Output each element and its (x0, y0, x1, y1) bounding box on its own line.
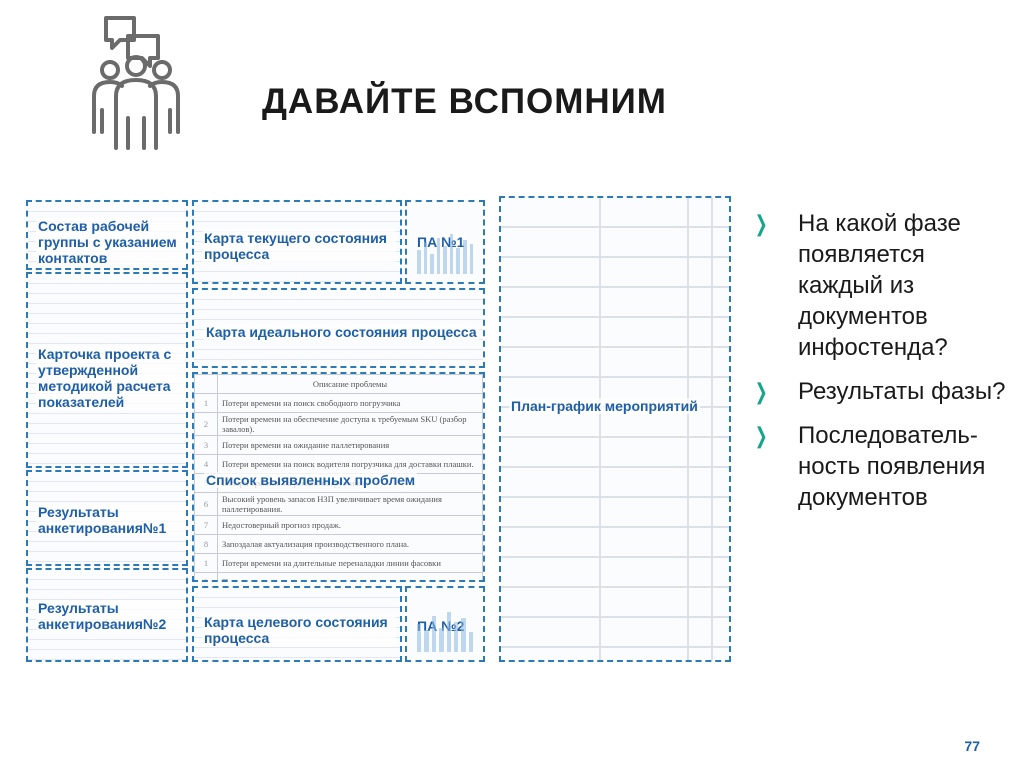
team-document-label: Состав рабочей группы с указанием контак… (36, 218, 186, 266)
plan-label: План-график мероприятий (509, 398, 700, 414)
pa1-bars (417, 234, 474, 274)
row-text: Потери времени на поиск водителя погрузч… (217, 454, 483, 474)
table-header-cell (194, 374, 218, 394)
project-card-label: Карточка проекта с утвержденной методико… (36, 346, 186, 410)
survey2-document: Результаты анкетирования№2 (26, 568, 188, 662)
chevron-right-icon: ❯ (754, 211, 768, 236)
ideal-map-label: Карта идеального состояния процесса (204, 324, 479, 340)
row-text: Потери времени на обеспечение доступа к … (217, 412, 483, 436)
row-number: 6 (194, 492, 218, 516)
team-discussion-icon (92, 16, 180, 150)
row-number: 4 (194, 454, 218, 474)
current-map-document: Карта текущего состояния процесса (192, 200, 402, 284)
survey1-document: Результаты анкетирования№1 (26, 470, 188, 566)
row-text: Потери времени на ожидание паллетировани… (217, 435, 483, 455)
row-number: 2 (194, 412, 218, 436)
table-header-row: Описание проблемы (194, 374, 483, 394)
slide-title: ДАВАЙТЕ ВСПОМНИМ (262, 82, 667, 121)
row-text: Потери времени на поиск свободного погру… (217, 393, 483, 413)
pa2-bars (417, 612, 473, 652)
bullet-item: ❯ Результаты фазы? (752, 376, 1012, 407)
team-document: Состав рабочей группы с указанием контак… (26, 200, 188, 270)
row-text: Потери времени на ремонт погрузчиков. (217, 572, 483, 580)
chevron-right-icon: ❯ (754, 379, 768, 404)
row-text: Недостоверный прогноз продаж. (217, 515, 483, 535)
row-text: Запоздалая актуализация производственног… (217, 534, 483, 554)
bullet-text: Результаты фазы? (798, 378, 1006, 405)
row-number: 7 (194, 515, 218, 535)
bullet-text: На какой фазе появляется каждый из докум… (798, 210, 961, 361)
bullet-text: Последователь-ность появления документов (798, 422, 986, 511)
row-number: 3 (194, 435, 218, 455)
pa1-document: ПА №1 (405, 200, 485, 284)
chevron-right-icon: ❯ (754, 423, 768, 448)
survey2-label: Результаты анкетирования№2 (36, 600, 186, 632)
pa2-document: ПА №2 (405, 586, 485, 662)
page-number: 77 (964, 738, 980, 754)
current-map-label: Карта текущего состояния процесса (202, 230, 396, 262)
project-card-document: Карточка проекта с утвержденной методико… (26, 272, 188, 468)
target-map-label: Карта целевого состояния процесса (202, 614, 396, 646)
table-header-cell: Описание проблемы (217, 374, 483, 394)
bullet-item: ❯ Последователь-ность появления документ… (752, 420, 1012, 513)
ideal-map-document: Карта идеального состояния процесса (192, 288, 485, 368)
problems-label: Список выявленных проблем (204, 472, 418, 488)
row-number: 2 (194, 572, 218, 580)
row-text: Потери времени на длительные переналадки… (217, 553, 483, 573)
target-map-document: Карта целевого состояния процесса (192, 586, 402, 662)
row-number: 1 (194, 553, 218, 573)
question-list: ❯ На какой фазе появляется каждый из док… (752, 208, 1012, 526)
row-number: 1 (194, 393, 218, 413)
plan-document: План-график мероприятий (499, 196, 731, 662)
row-number: 8 (194, 534, 218, 554)
row-text: Высокий уровень запасов НЗП увеличивает … (217, 492, 483, 516)
bullet-item: ❯ На какой фазе появляется каждый из док… (752, 208, 1012, 363)
survey1-label: Результаты анкетирования№1 (36, 504, 186, 536)
